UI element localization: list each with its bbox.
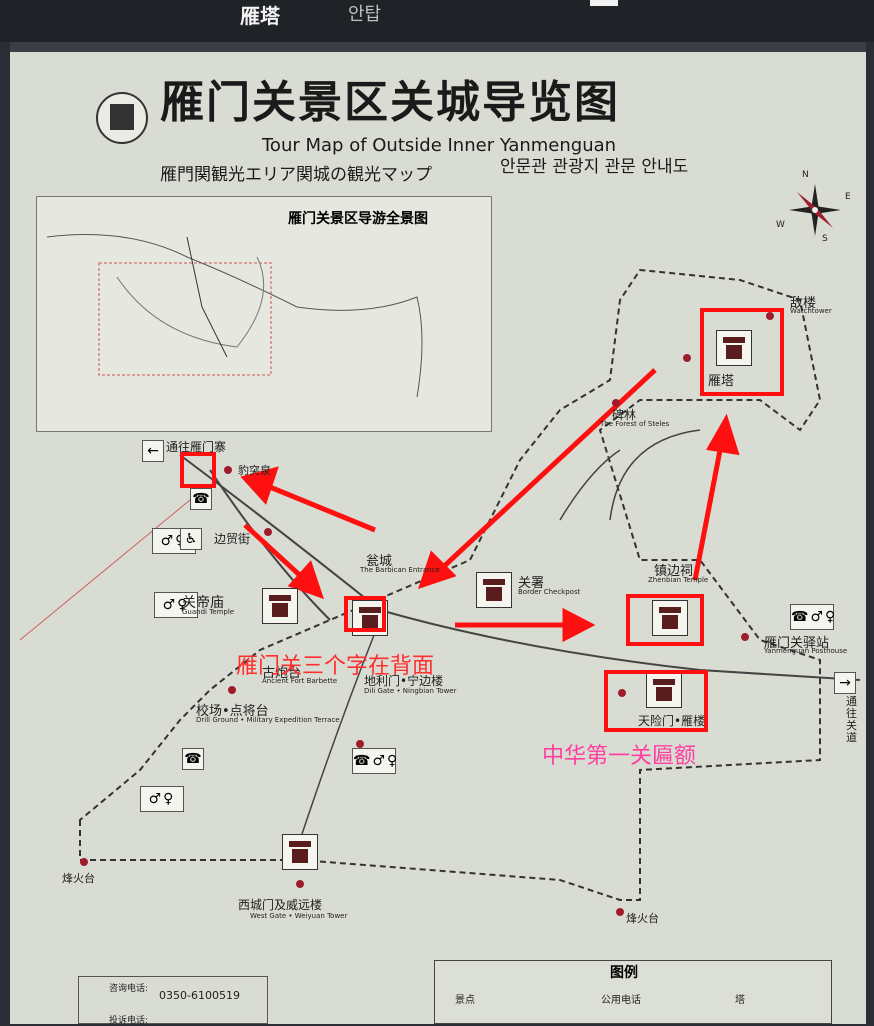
label-tianxianmen: 天险门•雁楼 [638,714,706,728]
label-guandimiao: 关帝庙 [182,595,224,611]
label-xichengmen: 西城门及威远楼 [238,898,323,912]
compass-rose-icon [789,184,841,236]
legend-title: 图例 [610,965,638,981]
restroom-icon: ♂♀ [140,786,184,812]
scenic-dots [80,312,774,916]
boundary-line [19,499,191,641]
highlight-box [180,452,216,488]
checkpost-icon [476,572,512,608]
page-title-jp: 雁門関観光エリア関城の観光マップ [160,165,432,185]
temple-icon [262,588,298,624]
tab-indicator [590,0,618,6]
legend-box: 景点 公用电话 塔 [434,960,832,1024]
tab-antap: 안탑 [348,4,382,25]
contact-box: 咨询电话: 0350-6100519 投诉电话: [78,976,268,1026]
label-yizhan-en: Yanmenguan Posthouse [764,647,848,655]
highlight-box [700,308,784,396]
legend-tower: 塔 [735,995,745,1006]
accessible-icon: ♿ [180,528,202,550]
scenic-area-logo [96,92,148,144]
road-2 [209,469,331,621]
restroom-icon: ♂♀ [154,592,198,618]
label-dilimen-en: Dili Gate • Ningbian Tower [364,687,457,695]
label-guanshu-en: Border Checkpost [518,588,581,596]
road-3 [299,619,381,841]
pagoda-icon [716,330,752,366]
gate-tower-icon [282,834,318,870]
road-5 [559,449,621,521]
label-beilin-en: The Forest of Steles [600,420,670,428]
complaint-label: 投诉电话: [109,1016,149,1026]
label-fenghuotai-right: 烽火台 [626,912,659,925]
contact-label: 咨询电话: [109,984,149,994]
contact-phone: 0350-6100519 [159,989,240,1002]
overview-minimap [36,196,492,432]
label-xichengmen-en: West Gate • Weiyuan Tower [250,912,348,920]
tab-yanta: 雁塔 [240,4,280,28]
page-title: 雁门关景区关城导览图 [160,77,620,128]
label-to-guandao: 通往关道 [846,695,857,744]
highlight-box [604,670,708,732]
highlight-box [626,594,704,646]
phone-icon: ☎ [182,748,204,770]
arrow-right-icon: → [834,672,856,694]
label-zhenbianci-en: Zhenbian Temple [648,576,709,584]
label-yanta: 雁塔 [708,374,735,389]
label-beilin: 碑林 [612,408,637,422]
phone-restroom-icon: ☎♂♀ [352,748,397,774]
phone-restroom-icon: ☎♂♀ [790,604,835,630]
label-jiaochang-en: Drill Ground • Military Expedition Terra… [196,716,340,724]
annotation-back-side: 雁门关三个字在背面 [236,654,435,679]
label-jiaochang: 校场•点将台 [196,704,269,719]
label-biangmaojie: 边贸街 [214,532,251,546]
compass-s: S [822,234,828,244]
road-4 [609,429,701,521]
compass-e: E [845,192,851,202]
annotation-plaque: 中华第一关匾额 [542,744,697,769]
highlight-box [344,596,386,632]
compass-w: W [776,220,785,230]
page-title-en: Tour Map of Outside Inner Yanmenguan [262,135,617,156]
label-dilou-en: Watchtower [790,307,832,315]
legend-scenic: 景点 [455,995,475,1006]
label-wengcheng: 瓮城 [366,554,393,569]
label-dilimen: 地利门•宁边楼 [364,674,444,688]
compass-n: N [802,170,809,180]
minimap-drawing [46,234,423,398]
main-road [179,454,861,681]
label-guanshu: 关署 [518,576,545,591]
gate-tower-icon [646,672,682,708]
wall-outline [79,268,822,901]
legend-phone: 公用电话 [601,995,641,1006]
label-gupaotai-en: Ancient Fort Barbette [262,677,338,685]
label-zhenbianci: 镇边祠 [654,564,694,579]
label-wengcheng-en: The Barbican Entrance [360,566,440,574]
minimap-title: 雁门关景区导游全景图 [288,211,428,227]
label-to-yanmenzhai: 通往雁门寨 [166,440,227,454]
temple-icon [652,600,688,636]
phone-icon: ☎ [190,488,212,510]
label-fenghuotai-left: 烽火台 [62,872,95,885]
top-bar: 雁塔 안탑 [0,0,874,42]
label-yizhan: 雁门关驿站 [764,636,830,651]
label-guandimiao-en: Guandi Temple [182,608,235,616]
label-gupaotai: 古炮台 [262,666,302,681]
page-title-kr: 안문관 관광지 관문 안내도 [500,157,689,177]
label-baotuquan: 豹突泉 [238,464,271,477]
arrow-left-icon: ← [142,440,164,462]
label-dilou: 敌楼 [790,296,817,311]
